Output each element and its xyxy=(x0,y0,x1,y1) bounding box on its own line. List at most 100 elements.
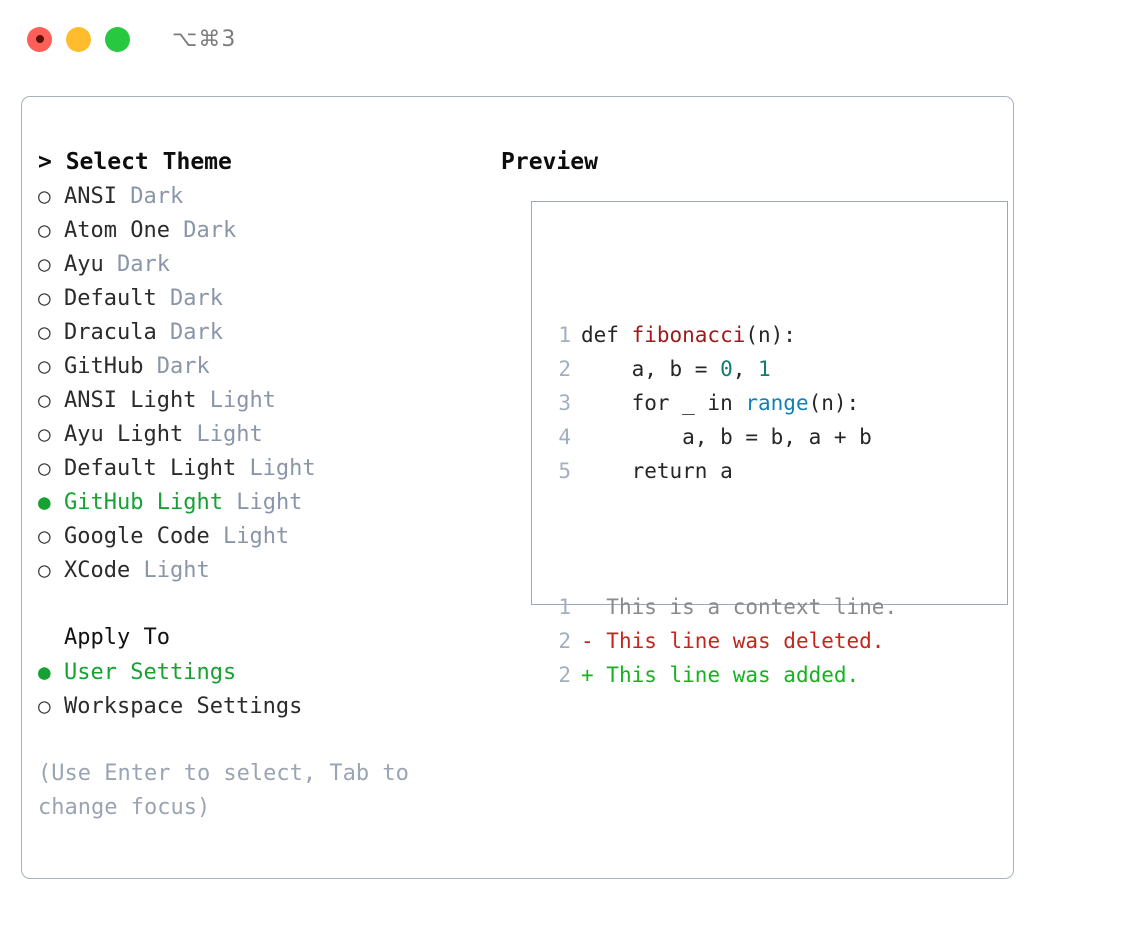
theme-name-label: Default xyxy=(64,286,157,311)
theme-option-atom-one[interactable]: ○Atom One Dark xyxy=(38,213,488,247)
code-token: (n): xyxy=(745,323,796,347)
theme-selection-column: > Select Theme ○ANSI Dark○Atom One Dark○… xyxy=(38,145,488,825)
radio-selected-icon: ● xyxy=(38,660,51,684)
line-number: 1 xyxy=(558,323,571,347)
diff-sample: 1 This is a context line.2- This line wa… xyxy=(549,590,897,692)
theme-option-google-code[interactable]: ○ Google Code Light xyxy=(38,519,488,553)
code-token: a, b = xyxy=(581,357,721,381)
code-line: 3 for _ in range(n): xyxy=(549,386,897,420)
radio-unselected-icon: ○ xyxy=(38,694,51,718)
theme-list[interactable]: ○ANSI Dark○Atom One Dark○Ayu Dark○Defaul… xyxy=(38,179,488,587)
diff-marker: - xyxy=(581,629,607,653)
theme-name-label: ANSI Light xyxy=(64,388,197,413)
diff-text: This line was added. xyxy=(606,663,860,687)
apply-to-heading: Apply To xyxy=(64,625,170,650)
diff-text: This is a context line. xyxy=(606,595,898,619)
theme-variant-tag: Dark xyxy=(156,354,210,379)
theme-option-ayu-light[interactable]: ○ Ayu Light Light xyxy=(38,417,488,451)
radio-unselected-icon: ○ xyxy=(38,286,51,310)
titlebar: ⌥⌘3 xyxy=(0,0,1140,78)
theme-variant-tag: Light xyxy=(209,388,276,413)
theme-option-default[interactable]: ○Default Dark xyxy=(38,281,488,315)
line-number: 2 xyxy=(558,357,571,381)
diff-line: 2 + This line was added. xyxy=(549,658,897,692)
apply-to-option-user-settings[interactable]: ●User Settings xyxy=(38,655,488,689)
apply-to-options[interactable]: ●User Settings ○ Workspace Settings xyxy=(38,655,488,723)
theme-variant-tag: Dark xyxy=(130,184,184,209)
keyboard-hint-text: (Use Enter to select, Tab to change focu… xyxy=(38,761,409,820)
theme-option-ayu[interactable]: ○Ayu Dark xyxy=(38,247,488,281)
code-line: 4 a, b = b, a + b xyxy=(549,420,897,454)
theme-option-github[interactable]: ○ GitHub Dark xyxy=(38,349,488,383)
code-token: (n): xyxy=(808,391,860,415)
code-line-text: for _ in range(n): xyxy=(581,386,860,420)
code-line: 2 a, b = 0, 1 xyxy=(549,352,897,386)
radio-selected-icon: ● xyxy=(38,490,51,514)
theme-name-label: ANSI xyxy=(64,184,117,209)
preview-heading: Preview xyxy=(501,149,598,175)
radio-unselected-icon: ○ xyxy=(38,422,51,446)
code-line: 5 return a xyxy=(549,454,897,488)
radio-unselected-icon: ○ xyxy=(38,524,51,548)
radio-unselected-icon: ○ xyxy=(38,320,51,344)
apply-to-option-workspace-settings[interactable]: ○ Workspace Settings xyxy=(38,689,488,723)
code-line-text: def fibonacci(n): xyxy=(581,318,796,352)
line-number: 2 xyxy=(558,663,571,687)
radio-unselected-icon: ○ xyxy=(38,354,51,378)
diff-line-text: - This line was deleted. xyxy=(581,624,884,658)
theme-name-label: GitHub xyxy=(64,354,144,379)
theme-option-github-light[interactable]: ●GitHub Light Light xyxy=(38,485,488,519)
line-number: 4 xyxy=(558,425,571,449)
diff-line: 1 This is a context line. xyxy=(549,590,897,624)
radio-unselected-icon: ○ xyxy=(38,456,51,480)
code-token: a, b = b, a + b xyxy=(581,425,872,449)
theme-variant-tag: Light xyxy=(196,422,263,447)
theme-variant-tag: Light xyxy=(143,558,210,583)
radio-unselected-icon: ○ xyxy=(38,388,51,412)
code-line-text: a, b = b, a + b xyxy=(581,420,872,454)
record-dot-icon xyxy=(35,35,44,43)
code-line: 1 def fibonacci(n): xyxy=(549,318,897,352)
apply-to-section: Apply To ●User Settings ○ Workspace Settin… xyxy=(38,621,488,723)
line-number: 1 xyxy=(558,595,571,619)
code-token: 0 xyxy=(720,357,733,381)
theme-option-ansi-light[interactable]: ○ ANSI Light Light xyxy=(38,383,488,417)
radio-unselected-icon: ○ xyxy=(38,558,51,582)
theme-name-label: Dracula xyxy=(64,320,157,345)
theme-option-default-light[interactable]: ○Default Light Light xyxy=(38,451,488,485)
code-token: 1 xyxy=(758,357,771,381)
theme-variant-tag: Light xyxy=(222,524,290,549)
theme-option-dracula[interactable]: ○ Dracula Dark xyxy=(38,315,488,349)
theme-name-label: XCode xyxy=(64,558,131,583)
line-number: 5 xyxy=(558,459,571,483)
diff-text: This line was deleted. xyxy=(606,629,885,653)
diff-marker: + xyxy=(581,663,607,687)
window-controls xyxy=(27,26,130,52)
diff-line-text: + This line was added. xyxy=(581,658,859,692)
theme-name-label: Ayu Light xyxy=(64,422,184,447)
code-line-text: a, b = 0, 1 xyxy=(581,352,771,386)
minimize-button[interactable] xyxy=(66,26,91,52)
keyboard-shortcut-label: ⌥⌘3 xyxy=(172,26,237,52)
theme-name-label: GitHub Light xyxy=(64,490,223,515)
radio-unselected-icon: ○ xyxy=(38,218,51,242)
code-line-text: return a xyxy=(581,454,733,488)
theme-variant-tag: Dark xyxy=(117,252,170,277)
theme-name-label: Ayu xyxy=(64,252,104,277)
line-number: 3 xyxy=(558,391,571,415)
theme-name-label: Atom One xyxy=(64,218,170,243)
code-token: return a xyxy=(581,459,733,483)
apply-to-label: Workspace Settings xyxy=(64,694,303,719)
code-token: for _ in xyxy=(581,391,746,415)
close-button[interactable] xyxy=(27,26,52,52)
diff-line-text: This is a context line. xyxy=(581,590,897,624)
radio-unselected-icon: ○ xyxy=(38,184,51,208)
theme-name-label: Google Code xyxy=(64,524,210,549)
theme-option-ansi[interactable]: ○ ANSI Dark xyxy=(38,179,488,213)
theme-option-xcode[interactable]: ○ XCode Light xyxy=(38,553,488,587)
theme-variant-tag: Dark xyxy=(169,320,223,345)
maximize-button[interactable] xyxy=(105,26,130,52)
